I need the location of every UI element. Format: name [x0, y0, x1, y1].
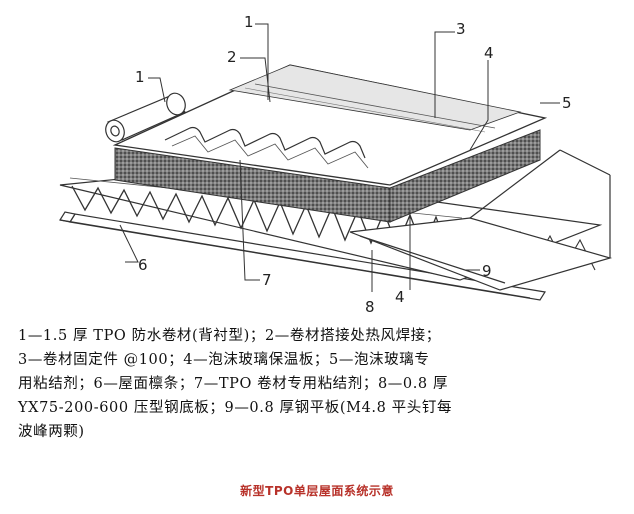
callout-4-bottom: 4 [395, 288, 405, 306]
tpo-membrane-roll [105, 92, 187, 143]
leader-lines [119, 23, 560, 292]
legend-line: 波峰两颗) [18, 424, 85, 440]
callout-6: 6 [138, 256, 148, 274]
legend-line: 1—1.5 厚 TPO 防水卷材(背衬型)；2—卷材搭接处热风焊接； [18, 328, 441, 344]
legend: 1—1.5 厚 TPO 防水卷材(背衬型)；2—卷材搭接处热风焊接； 3—卷材固… [18, 324, 618, 444]
callout-2: 2 [227, 48, 237, 66]
roof-system-diagram: 1 2 3 4 5 1 6 7 8 4 9 [59, 13, 613, 316]
callout-3: 3 [456, 20, 466, 38]
figure-caption: 新型TPO单层屋面系统示意 [240, 484, 394, 498]
foam-glass-insulation [114, 129, 541, 223]
callout-9: 9 [482, 262, 492, 280]
callout-1-left: 1 [135, 68, 145, 86]
legend-line: YX75-200-600 压型钢底板；9—0.8 厚钢平板(M4.8 平头钉每 [18, 400, 453, 416]
callout-1-top: 1 [244, 13, 254, 31]
callout-8: 8 [365, 298, 375, 316]
callout-4-top: 4 [484, 44, 494, 62]
tpo-membrane-surface [112, 64, 548, 186]
legend-line: 3—卷材固定件 @100；4—泡沫玻璃保温板；5—泡沫玻璃专 [18, 352, 430, 368]
steel-flat-plate [349, 149, 613, 291]
callout-7: 7 [262, 271, 272, 289]
legend-line: 用粘结剂；6—屋面檩条；7—TPO 卷材专用粘结剂；8—0.8 厚 [18, 376, 449, 392]
roof-purlin [59, 211, 546, 301]
callout-5: 5 [562, 94, 572, 112]
